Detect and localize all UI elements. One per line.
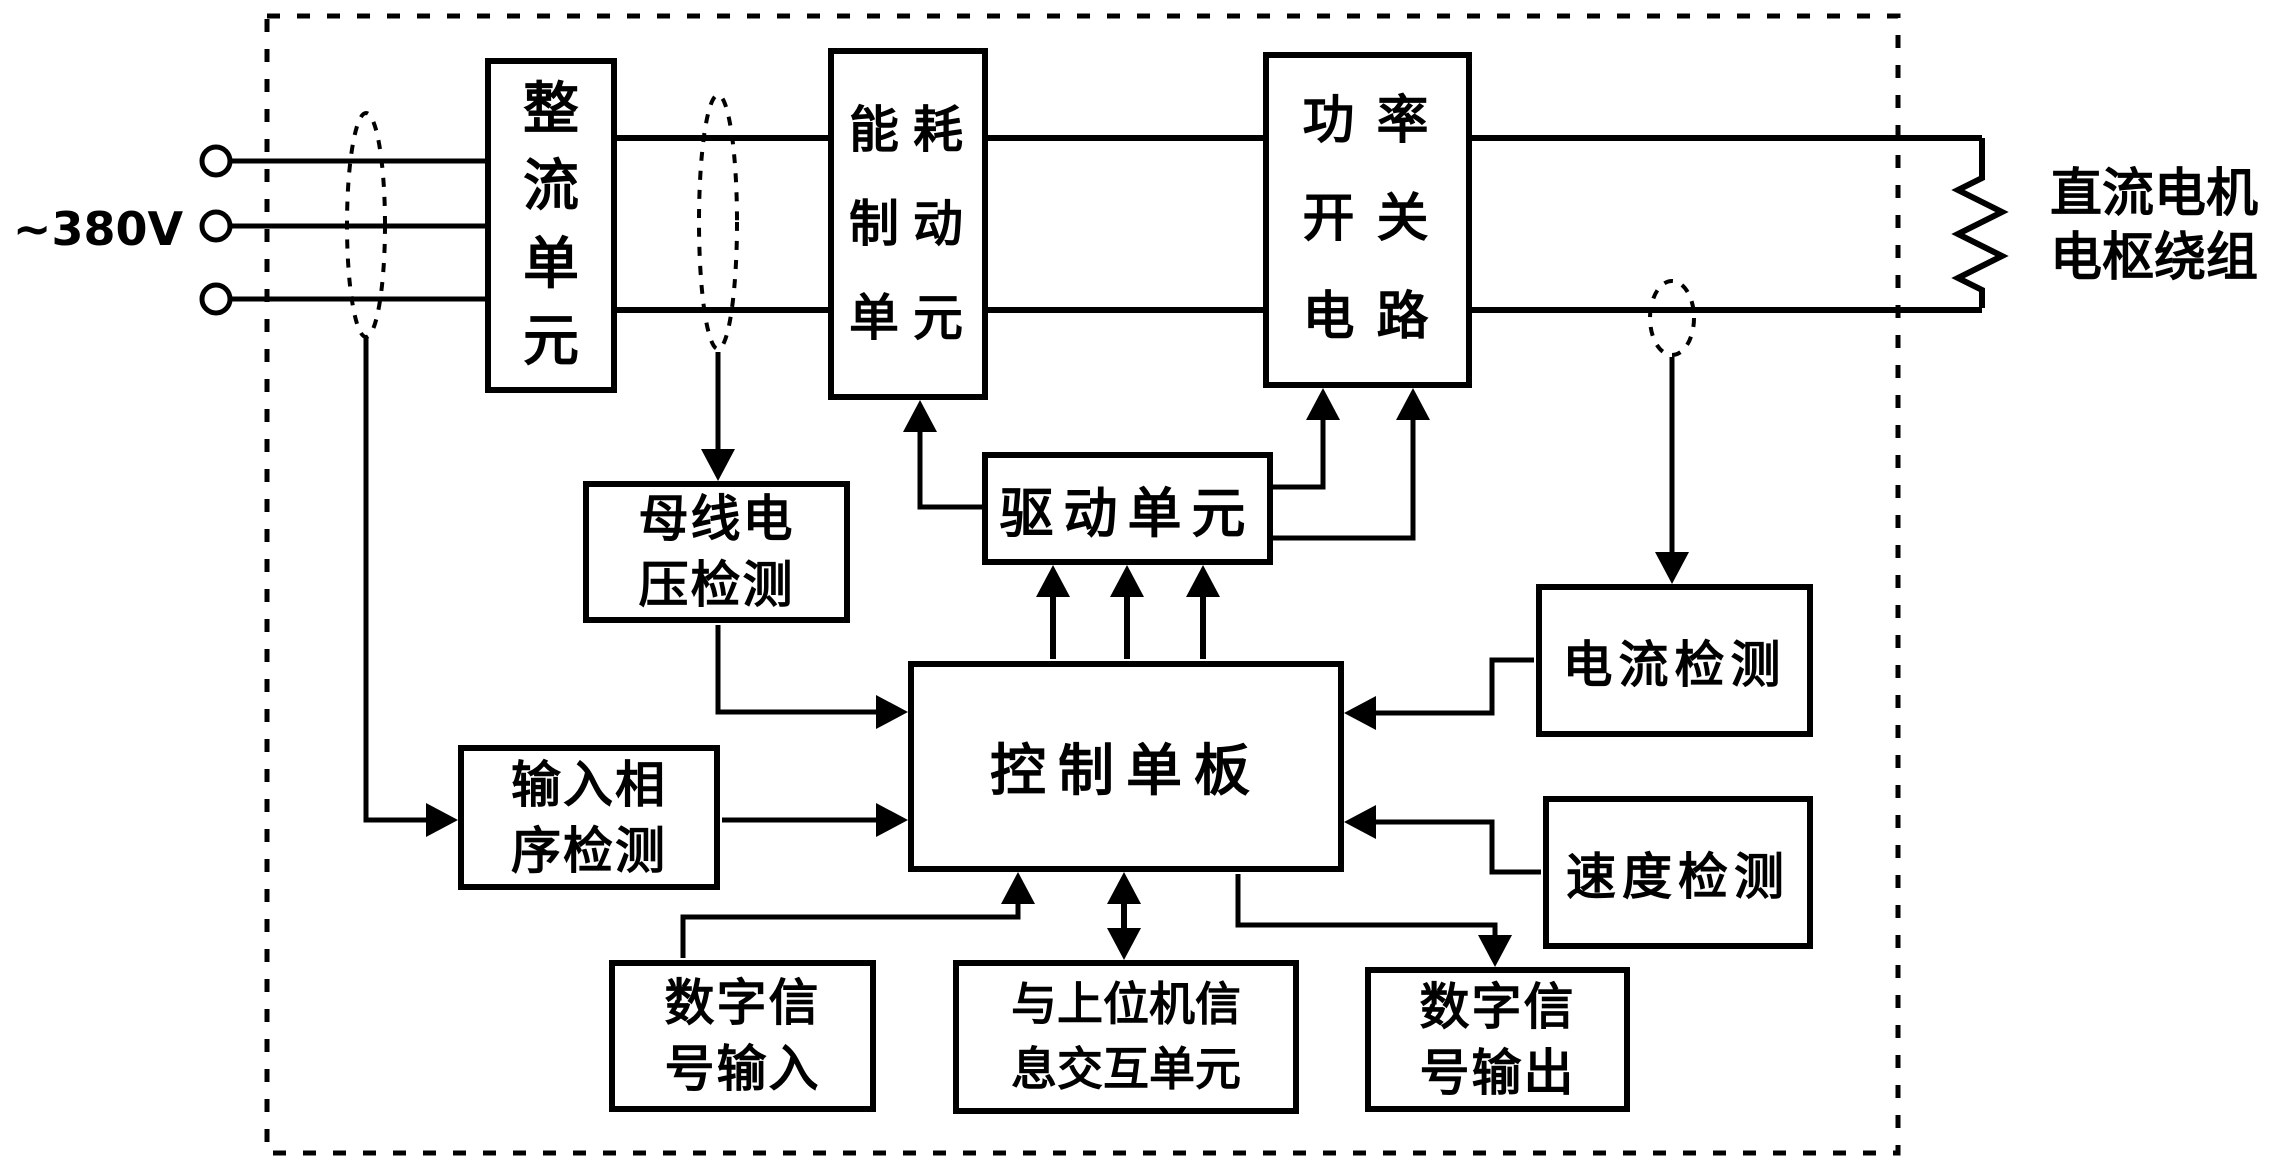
- bus-voltage-to-control-wire: [715, 625, 898, 715]
- arrowhead-icons: [426, 388, 1689, 967]
- drive-to-power-switch-wires: [1273, 398, 1416, 541]
- speed-detection-label: 速度检测: [1566, 847, 1790, 906]
- digital-signal-output-label: 数字信号输出: [1419, 977, 1576, 1102]
- phase-sequence-detection-block: 输入相序检测: [458, 745, 720, 890]
- control-to-digital-out-wire: [1235, 874, 1498, 957]
- three-phase-input-wires: [230, 158, 485, 302]
- host-info-interaction-label: 与上位机信息交互单元: [1011, 976, 1241, 1096]
- dc-bus-wires: [617, 135, 1982, 313]
- drive-to-braking-wire: [917, 410, 982, 510]
- braking-unit-block: 能耗制动单元: [828, 48, 988, 400]
- control-board-label: 控制单板: [990, 739, 1262, 804]
- bus-voltage-tap-ellipse-icon: [697, 93, 739, 351]
- current-detection-label: 电流检测: [1562, 635, 1787, 694]
- speed-to-control-wire: [1356, 819, 1541, 875]
- drive-unit-block: 驱动单元: [982, 452, 1273, 565]
- input-terminal-icons: [199, 144, 233, 316]
- digital-in-to-control-wire: [680, 882, 1021, 958]
- phase-tap-wire: [363, 337, 448, 823]
- digital-signal-output-block: 数字信号输出: [1365, 967, 1630, 1112]
- power-switch-circuit-label: 功率开关电路: [1302, 91, 1451, 347]
- speed-detection-block: 速度检测: [1543, 796, 1813, 949]
- drive-unit-label: 驱动单元: [999, 482, 1256, 545]
- power-switch-circuit-block: 功率开关电路: [1263, 52, 1472, 388]
- bus-voltage-detection-label: 母线电压检测: [638, 490, 795, 614]
- phase-sequence-detection-label: 输入相序检测: [511, 755, 667, 880]
- supply-voltage-label: ~380V: [12, 202, 184, 256]
- enclosure-dashed-border: [264, 13, 1901, 1156]
- current-tap-ellipse-icon: [1648, 279, 1696, 357]
- dc-motor-armature-label: 直流电机电枢绕组: [2049, 164, 2258, 289]
- rectifier-unit-block: 整流单元: [485, 58, 617, 393]
- host-info-interaction-block: 与上位机信息交互单元: [953, 960, 1299, 1114]
- current-to-control-wire: [1356, 657, 1534, 716]
- current-detection-block: 电流检测: [1536, 584, 1813, 737]
- rectifier-unit-label: 整流单元: [523, 76, 579, 374]
- braking-unit-label: 能耗制动单元: [849, 101, 977, 347]
- digital-signal-input-block: 数字信号输入: [609, 960, 876, 1112]
- armature-winding-resistor-icon: [1951, 138, 2009, 308]
- digital-signal-input-label: 数字信号输入: [664, 974, 821, 1098]
- bus-voltage-detection-block: 母线电压检测: [583, 481, 850, 623]
- control-board-block: 控制单板: [908, 661, 1344, 872]
